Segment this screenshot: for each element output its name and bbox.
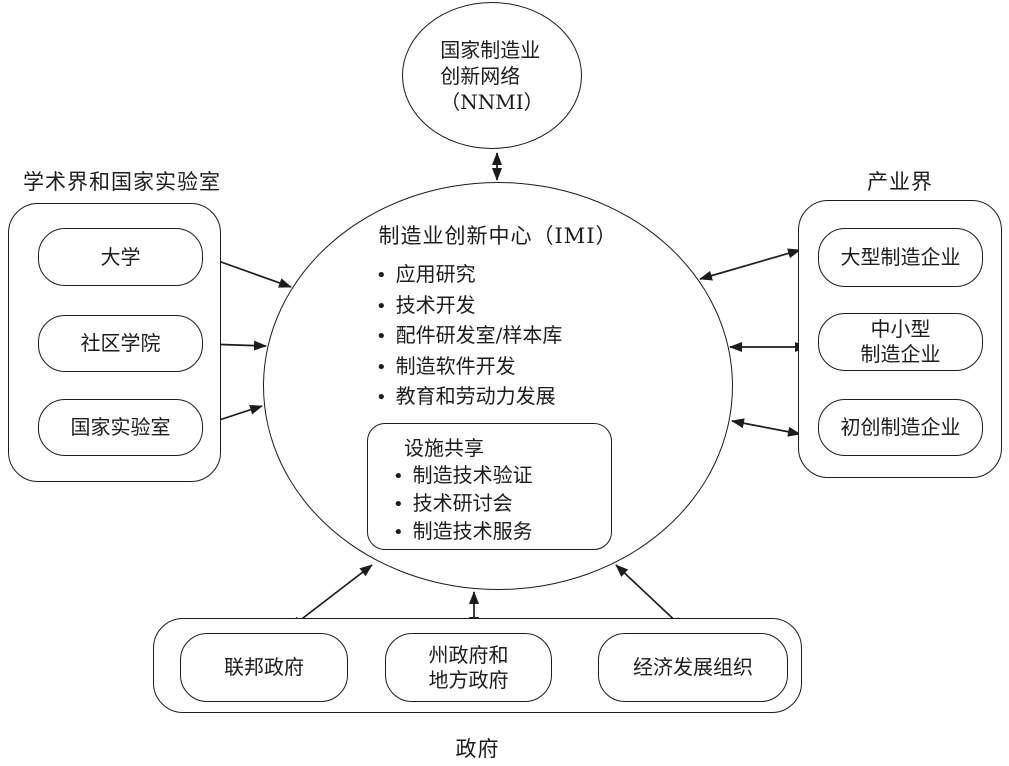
imi-bullet: 教育和劳动力发展 xyxy=(376,382,562,413)
imi-bullet-list: 应用研究 技术开发 配件研发室/样本库 制造软件开发 教育和劳动力发展 xyxy=(376,260,563,413)
node-econ-dev-org: 经济发展组织 xyxy=(598,633,788,702)
node-sme-manufacturer: 中小型 制造企业 xyxy=(818,313,983,371)
bullet-icon xyxy=(376,291,396,322)
arrow-imi-federal-gov xyxy=(289,564,373,629)
arrow-imi-startup xyxy=(731,418,801,437)
node-imi-ellipse xyxy=(263,182,733,590)
node-nnmi: 国家制造业 创新网络 （NNMI） xyxy=(402,2,582,149)
arrow-university-imi xyxy=(206,256,292,288)
bullet-icon xyxy=(376,352,396,383)
node-federal-gov: 联邦政府 xyxy=(180,633,348,702)
facility-title: 设施共享 xyxy=(404,436,484,460)
node-state-local-gov: 州政府和 地方政府 xyxy=(385,633,552,702)
imi-bullet: 技术开发 xyxy=(376,291,562,322)
imi-bullet: 配件研发室/样本库 xyxy=(376,321,563,352)
bullet-icon xyxy=(376,382,396,413)
node-community-college: 社区学院 xyxy=(38,315,203,372)
facility-bullet: 制造技术验证 xyxy=(393,462,611,490)
industry-group-label: 产业界 xyxy=(867,170,933,194)
node-startup-manufacturer: 初创制造企业 xyxy=(818,399,983,456)
academia-group-label: 学术界和国家实验室 xyxy=(23,170,221,194)
node-university: 大学 xyxy=(38,228,203,286)
node-national-lab: 国家实验室 xyxy=(38,399,203,456)
nnmi-label: 国家制造业 创新网络 （NNMI） xyxy=(440,37,544,114)
bullet-icon xyxy=(376,260,396,291)
imi-bullet: 应用研究 xyxy=(376,260,562,291)
government-group-label: 政府 xyxy=(455,737,500,761)
imi-title: 制造业创新中心（IMI） xyxy=(378,224,618,248)
facility-bullet: 制造技术服务 xyxy=(393,518,611,546)
bullet-icon xyxy=(393,490,413,518)
bullet-icon xyxy=(393,518,413,546)
node-facility-sharing: 设施共享 制造技术验证 技术研讨会 制造技术服务 xyxy=(367,423,612,550)
imi-bullet: 制造软件开发 xyxy=(376,352,562,383)
arrow-imi-large-manufacturer xyxy=(699,248,801,281)
node-large-manufacturer: 大型制造企业 xyxy=(818,228,983,287)
bullet-icon xyxy=(376,321,396,352)
node-nnmi-ellipse xyxy=(402,2,582,149)
bullet-icon xyxy=(393,462,413,490)
facility-bullet: 技术研讨会 xyxy=(393,490,611,518)
